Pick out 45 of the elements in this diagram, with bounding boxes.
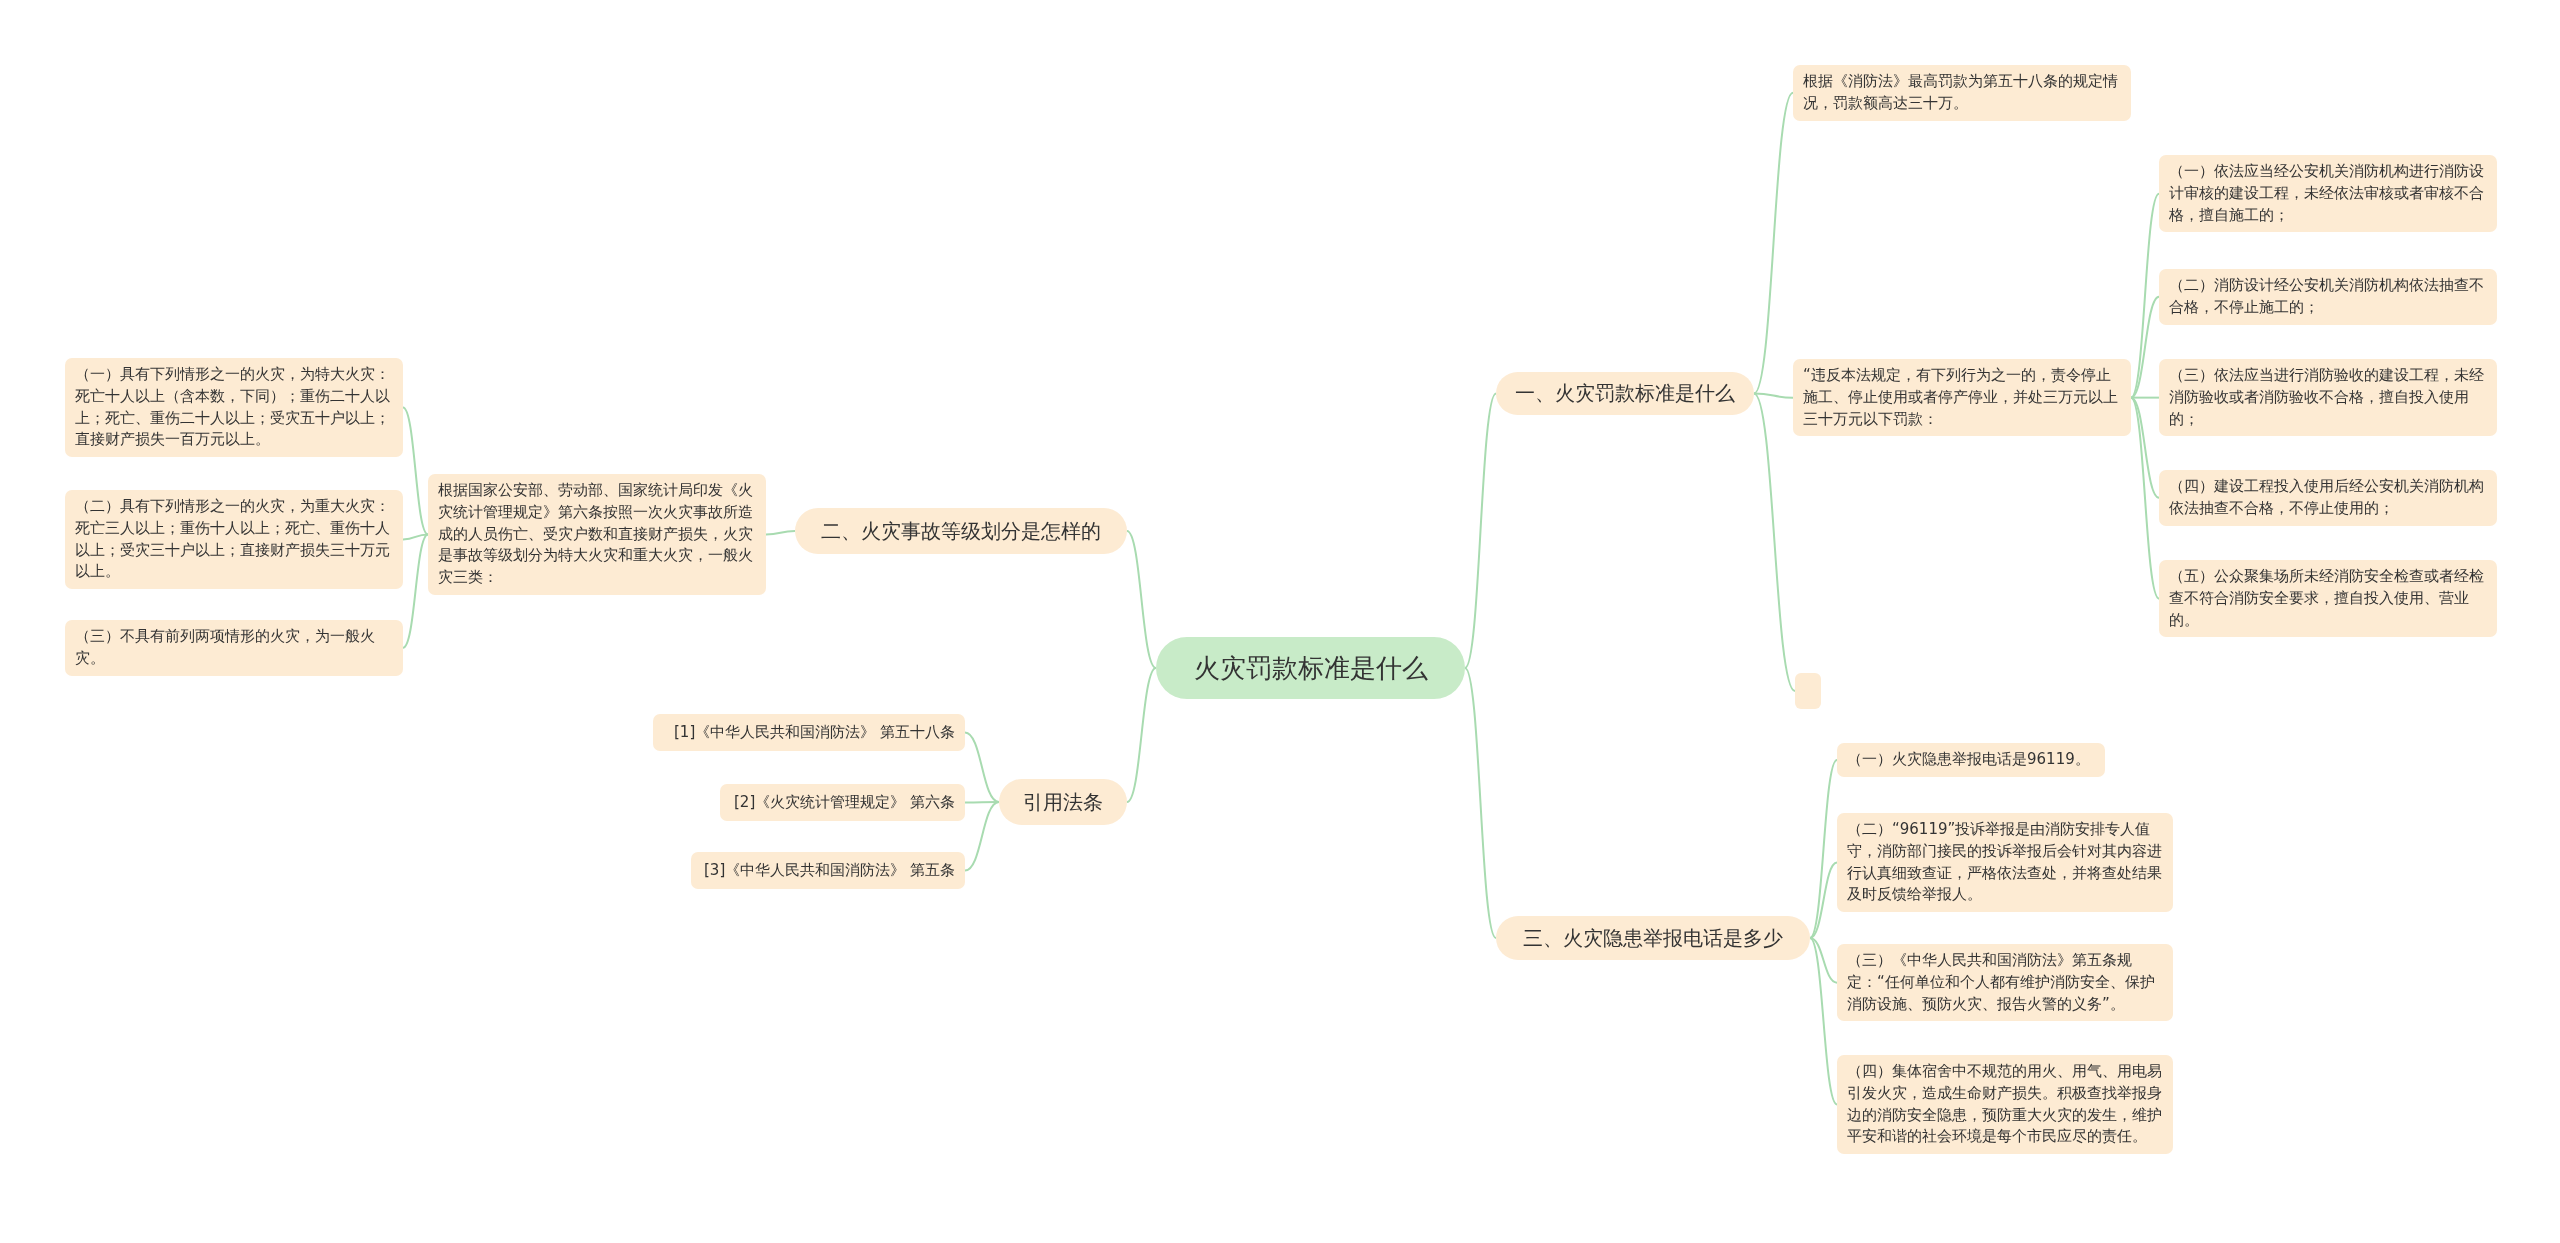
connector-line [1809,937,1838,984]
connector-line [1809,758,1838,939]
note-card: （四）建设工程投入使用后经公安机关消防机构依法抽查不合格，不停止使用的； [2159,470,2497,526]
connector-line [1753,392,1796,692]
note-card: （五）公众聚集场所未经消防安全检查或者经检查不符合消防安全要求，擅自投入使用、营业的。 [2159,560,2497,638]
note-card: 根据国家公安部、劳动部、国家统计局印发《火灾统计管理规定》第六条按照一次火灾事故所造成的人员伤亡、受灾户数和直接财产损失，火灾是事故等级划分为特大火灾和重大火灾，一般火灾三类： [428,474,766,595]
topic-pill: 二、火灾事故等级划分是怎样的 [795,508,1127,554]
connector-line [1809,937,1838,1106]
connector-line [1809,861,1838,939]
connector-line [2130,396,2160,600]
connector-line [765,530,796,536]
connector-line [2130,396,2160,399]
reference-card: [3]《中华人民共和国消防法》 第五条 [691,852,965,889]
note-card: （三）《中华人民共和国消防法》第五条规定：“任何单位和个人都有维护消防安全、保护消防设施、预防火灾、报告火警的义务”。 [1837,944,2173,1022]
connector-line [1464,392,1497,669]
empty-box [1795,673,1821,709]
note-card: （一）具有下列情形之一的火灾，为特大火灾：死亡十人以上（含本数，下同）；重伤二十人以上；死亡、重伤二十人以上；受灾五十户以上；直接财产损失一百万元以上。 [65,358,403,457]
connector-line [1753,91,1794,395]
topic-pill: 引用法条 [999,779,1127,825]
note-card: （二）消防设计经公安机关消防机构依法抽查不合格，不停止施工的； [2159,269,2497,325]
topic-pill: 一、火灾罚款标准是什么 [1496,372,1754,415]
connector-line [402,533,429,649]
connector-line [1126,530,1157,669]
note-card: 根据《消防法》最高罚款为第五十八条的规定情况，罚款额高达三十万。 [1793,65,2131,121]
connector-line [964,731,1000,803]
reference-card: [1]《中华人民共和国消防法》 第五十八条 [653,714,965,751]
connector-line [2130,192,2160,399]
note-card: （一）火灾隐患举报电话是96119。 [1837,743,2105,777]
note-card: （三）不具有前列两项情形的火灾，为一般火灾。 [65,620,403,676]
note-card: （一）依法应当经公安机关消防机构进行消防设计审核的建设工程，未经依法审核或者审核不合格，擅自施工的； [2159,155,2497,233]
central-topic: 火灾罚款标准是什么 [1156,637,1465,699]
connector-line [1126,667,1157,803]
connector-line [1464,667,1497,939]
connector-line [1753,392,1794,399]
connector-line [402,533,429,541]
connector-line [402,406,429,536]
note-card: （二）“96119”投诉举报是由消防安排专人值守，消防部门接民的投诉举报后会针对其内容进行认真细致查证，严格依法查处，并将查处结果及时反馈给举报人。 [1837,813,2173,912]
connector-line [964,801,1000,872]
note-card: “违反本法规定，有下列行为之一的，责令停止施工、停止使用或者停产停业，并处三万元以上三十万元以下罚款： [1793,359,2131,437]
note-card: （二）具有下列情形之一的火灾，为重大火灾：死亡三人以上；重伤十人以上；死亡、重伤十人以上；受灾三十户以上；直接财产损失三十万元以上。 [65,490,403,589]
connector-line [2130,295,2160,399]
note-card: （四）集体宿舍中不规范的用火、用气、用电易引发火灾，造成生命财产损失。积极查找举报身边的消防安全隐患，预防重大火灾的发生，维护平安和谐的社会环境是每个市民应尽的责任。 [1837,1055,2173,1154]
note-card: （三）依法应当进行消防验收的建设工程，未经消防验收或者消防验收不合格，擅自投入使用的； [2159,359,2497,437]
topic-pill: 三、火灾隐患举报电话是多少 [1496,916,1810,960]
reference-card: [2]《火灾统计管理规定》 第六条 [720,784,965,821]
